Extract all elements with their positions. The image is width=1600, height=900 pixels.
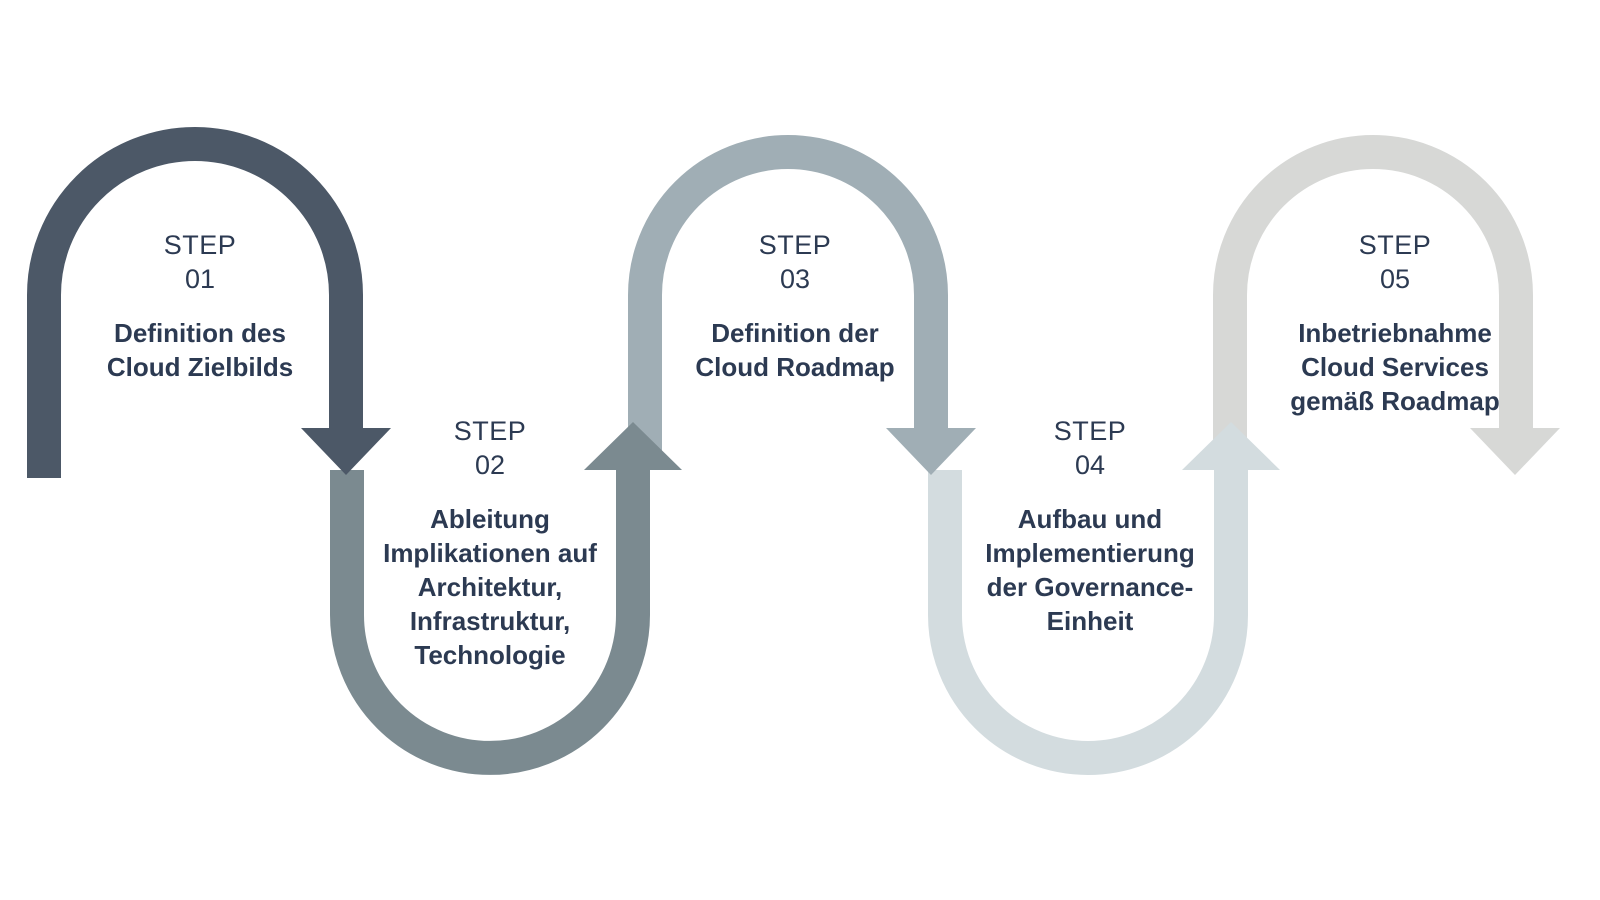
- step-03-arch: [628, 135, 976, 475]
- step-05-line: Cloud Services: [1301, 352, 1489, 382]
- step-03-arch-band: [628, 135, 948, 470]
- step-04-u-curve: [928, 422, 1280, 775]
- step-02-label: STEP: [453, 416, 527, 446]
- step-01-arch: [26, 127, 391, 478]
- step-03-line: Definition der: [711, 318, 879, 348]
- step-05-label: STEP: [1358, 230, 1432, 260]
- step-02-arrow-head-icon: [584, 422, 682, 470]
- step-04-line: der Governance-: [986, 572, 1194, 602]
- step-04-u-band: [928, 470, 1248, 775]
- step-01-arrow-head-icon: [301, 428, 391, 475]
- step-04-description: Aufbau und Implementierung der Governanc…: [930, 502, 1250, 638]
- step-04-line: Aufbau und: [1017, 504, 1163, 534]
- step-05-line: gemäß Roadmap: [1290, 386, 1500, 416]
- step-02-line: Implikationen auf: [383, 538, 597, 568]
- step-03-line: Cloud Roadmap: [695, 352, 895, 382]
- step-05-arch: [1213, 135, 1560, 475]
- step-02-line: Infrastruktur,: [409, 606, 571, 636]
- step-01-description: Definition des Cloud Zielbilds: [40, 316, 360, 384]
- step-02-number: 02: [474, 450, 506, 480]
- step-03-text: STEP 03 Definition der Cloud Roadmap: [635, 228, 955, 384]
- step-01-label: STEP: [163, 230, 237, 260]
- step-02-line: Architektur,: [417, 572, 563, 602]
- step-05-text: STEP 05 Inbetriebnahme Cloud Services ge…: [1235, 228, 1555, 418]
- step-05-line: Inbetriebnahme: [1298, 318, 1492, 348]
- step-01-line: Definition des: [114, 318, 286, 348]
- step-03-arrow-head-icon: [886, 428, 976, 475]
- step-03-description: Definition der Cloud Roadmap: [635, 316, 955, 384]
- step-04-label: STEP: [1053, 416, 1127, 446]
- step-04-text: STEP 04 Aufbau und Implementierung der G…: [930, 414, 1250, 638]
- step-02-line: Technologie: [414, 640, 566, 670]
- step-01-line: Cloud Zielbilds: [106, 352, 294, 382]
- step-01-text: STEP 01 Definition des Cloud Zielbilds: [40, 228, 360, 384]
- step-01-number: 01: [184, 264, 216, 294]
- step-02-description: Ableitung Implikationen auf Architektur,…: [330, 502, 650, 672]
- step-05-arrow-head-icon: [1470, 428, 1560, 475]
- step-03-number: 03: [779, 264, 811, 294]
- step-04-number: 04: [1074, 450, 1106, 480]
- step-05-number: 05: [1379, 264, 1411, 294]
- step-04-arrow-head-icon: [1182, 422, 1280, 470]
- step-04-line: Einheit: [1046, 606, 1134, 636]
- step-05-description: Inbetriebnahme Cloud Services gemäß Road…: [1235, 316, 1555, 418]
- step-02-line: Ableitung: [430, 504, 550, 534]
- step-01-arch-band: [26, 127, 363, 478]
- step-04-line: Implementierung: [985, 538, 1195, 568]
- step-05-arch-band: [1213, 135, 1533, 470]
- step-02-text: STEP 02 Ableitung Implikationen auf Arch…: [330, 414, 650, 672]
- step-03-label: STEP: [758, 230, 832, 260]
- step-02-u-curve: [330, 422, 682, 775]
- step-02-u-band: [330, 470, 650, 775]
